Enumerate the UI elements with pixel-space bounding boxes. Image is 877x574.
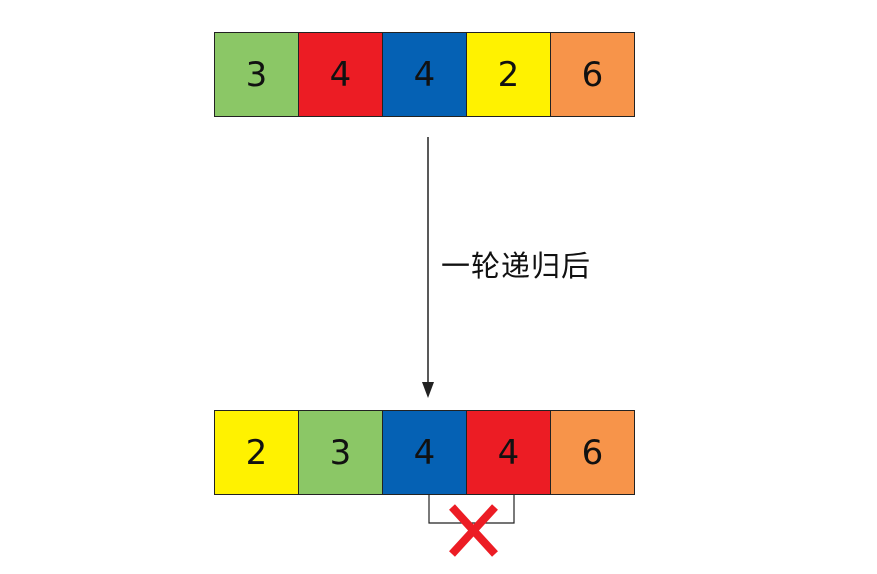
bottom-cell-1: 2 [214,410,299,495]
top-cell-5: 6 [550,32,635,117]
top-array: 3 4 4 2 6 [214,32,635,117]
bottom-cell-3: 4 [382,410,467,495]
top-cell-2: 4 [298,32,383,117]
bottom-array: 2 3 4 4 6 [214,410,635,495]
arrow-caption: 一轮递归后 [441,249,592,283]
down-arrow-head [422,382,434,398]
top-cell-1: 3 [214,32,299,117]
bracket-line [428,495,515,524]
bottom-cell-2: 3 [298,410,383,495]
red-x-icon [449,504,498,557]
top-cell-3: 4 [382,32,467,117]
top-cell-4: 2 [466,32,551,117]
bottom-cell-5: 6 [550,410,635,495]
bottom-cell-4: 4 [466,410,551,495]
